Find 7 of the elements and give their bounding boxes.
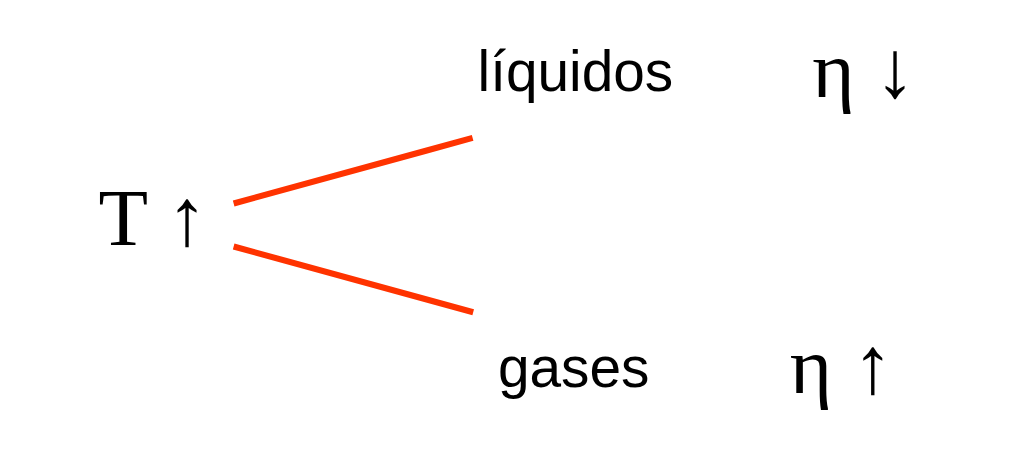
node-text: T ↑ [98,173,208,264]
node-label: η ↑ [789,321,894,412]
node-text: líquidos [477,39,674,103]
node-label: η ↓ [812,25,916,116]
connector [232,243,474,316]
connector [232,134,474,207]
node-text: gases [497,336,650,399]
